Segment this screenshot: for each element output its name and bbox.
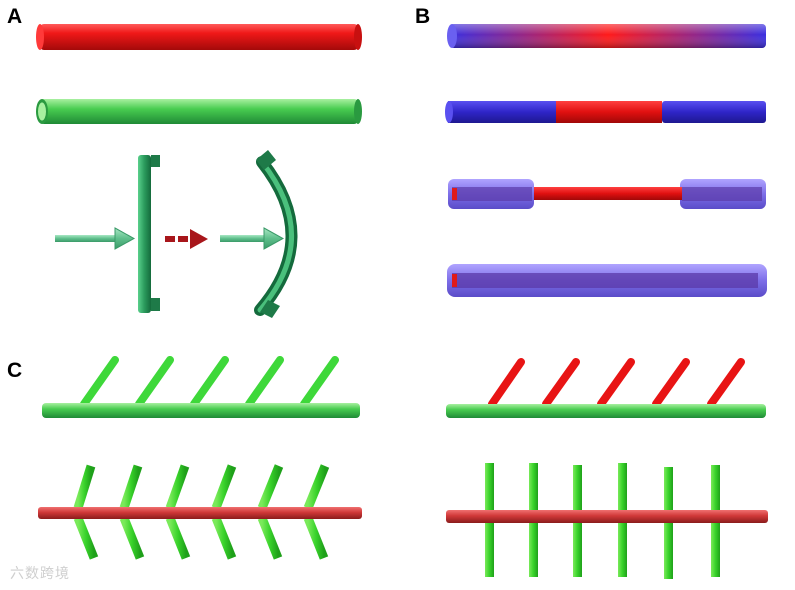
- green-arrow-right: [220, 227, 285, 250]
- straight-bracket: [138, 155, 160, 313]
- panel-label-b: B: [415, 5, 431, 28]
- panel-c: [38, 356, 768, 579]
- panel-label-c: C: [7, 359, 23, 382]
- cross-red-green: [446, 463, 768, 579]
- red-dashed-arrow: [165, 229, 208, 249]
- core-shell-rod: [447, 264, 767, 297]
- segmented-rod: [445, 101, 766, 123]
- panel-a: [36, 24, 362, 318]
- herringbone-red-green: [38, 464, 362, 560]
- dumbbell-rod: [448, 179, 766, 209]
- gradient-rod: [447, 24, 766, 48]
- comb-green-red: [446, 358, 766, 418]
- green-hollow-tube: [36, 99, 362, 124]
- panel-b: [445, 24, 767, 297]
- watermark: 六数跨境: [10, 566, 70, 582]
- comb-green-green: [42, 356, 360, 418]
- panel-label-a: A: [7, 5, 23, 28]
- green-arrow-left: [55, 227, 136, 250]
- red-solid-rod: [36, 24, 362, 50]
- curved-bracket: [254, 150, 298, 318]
